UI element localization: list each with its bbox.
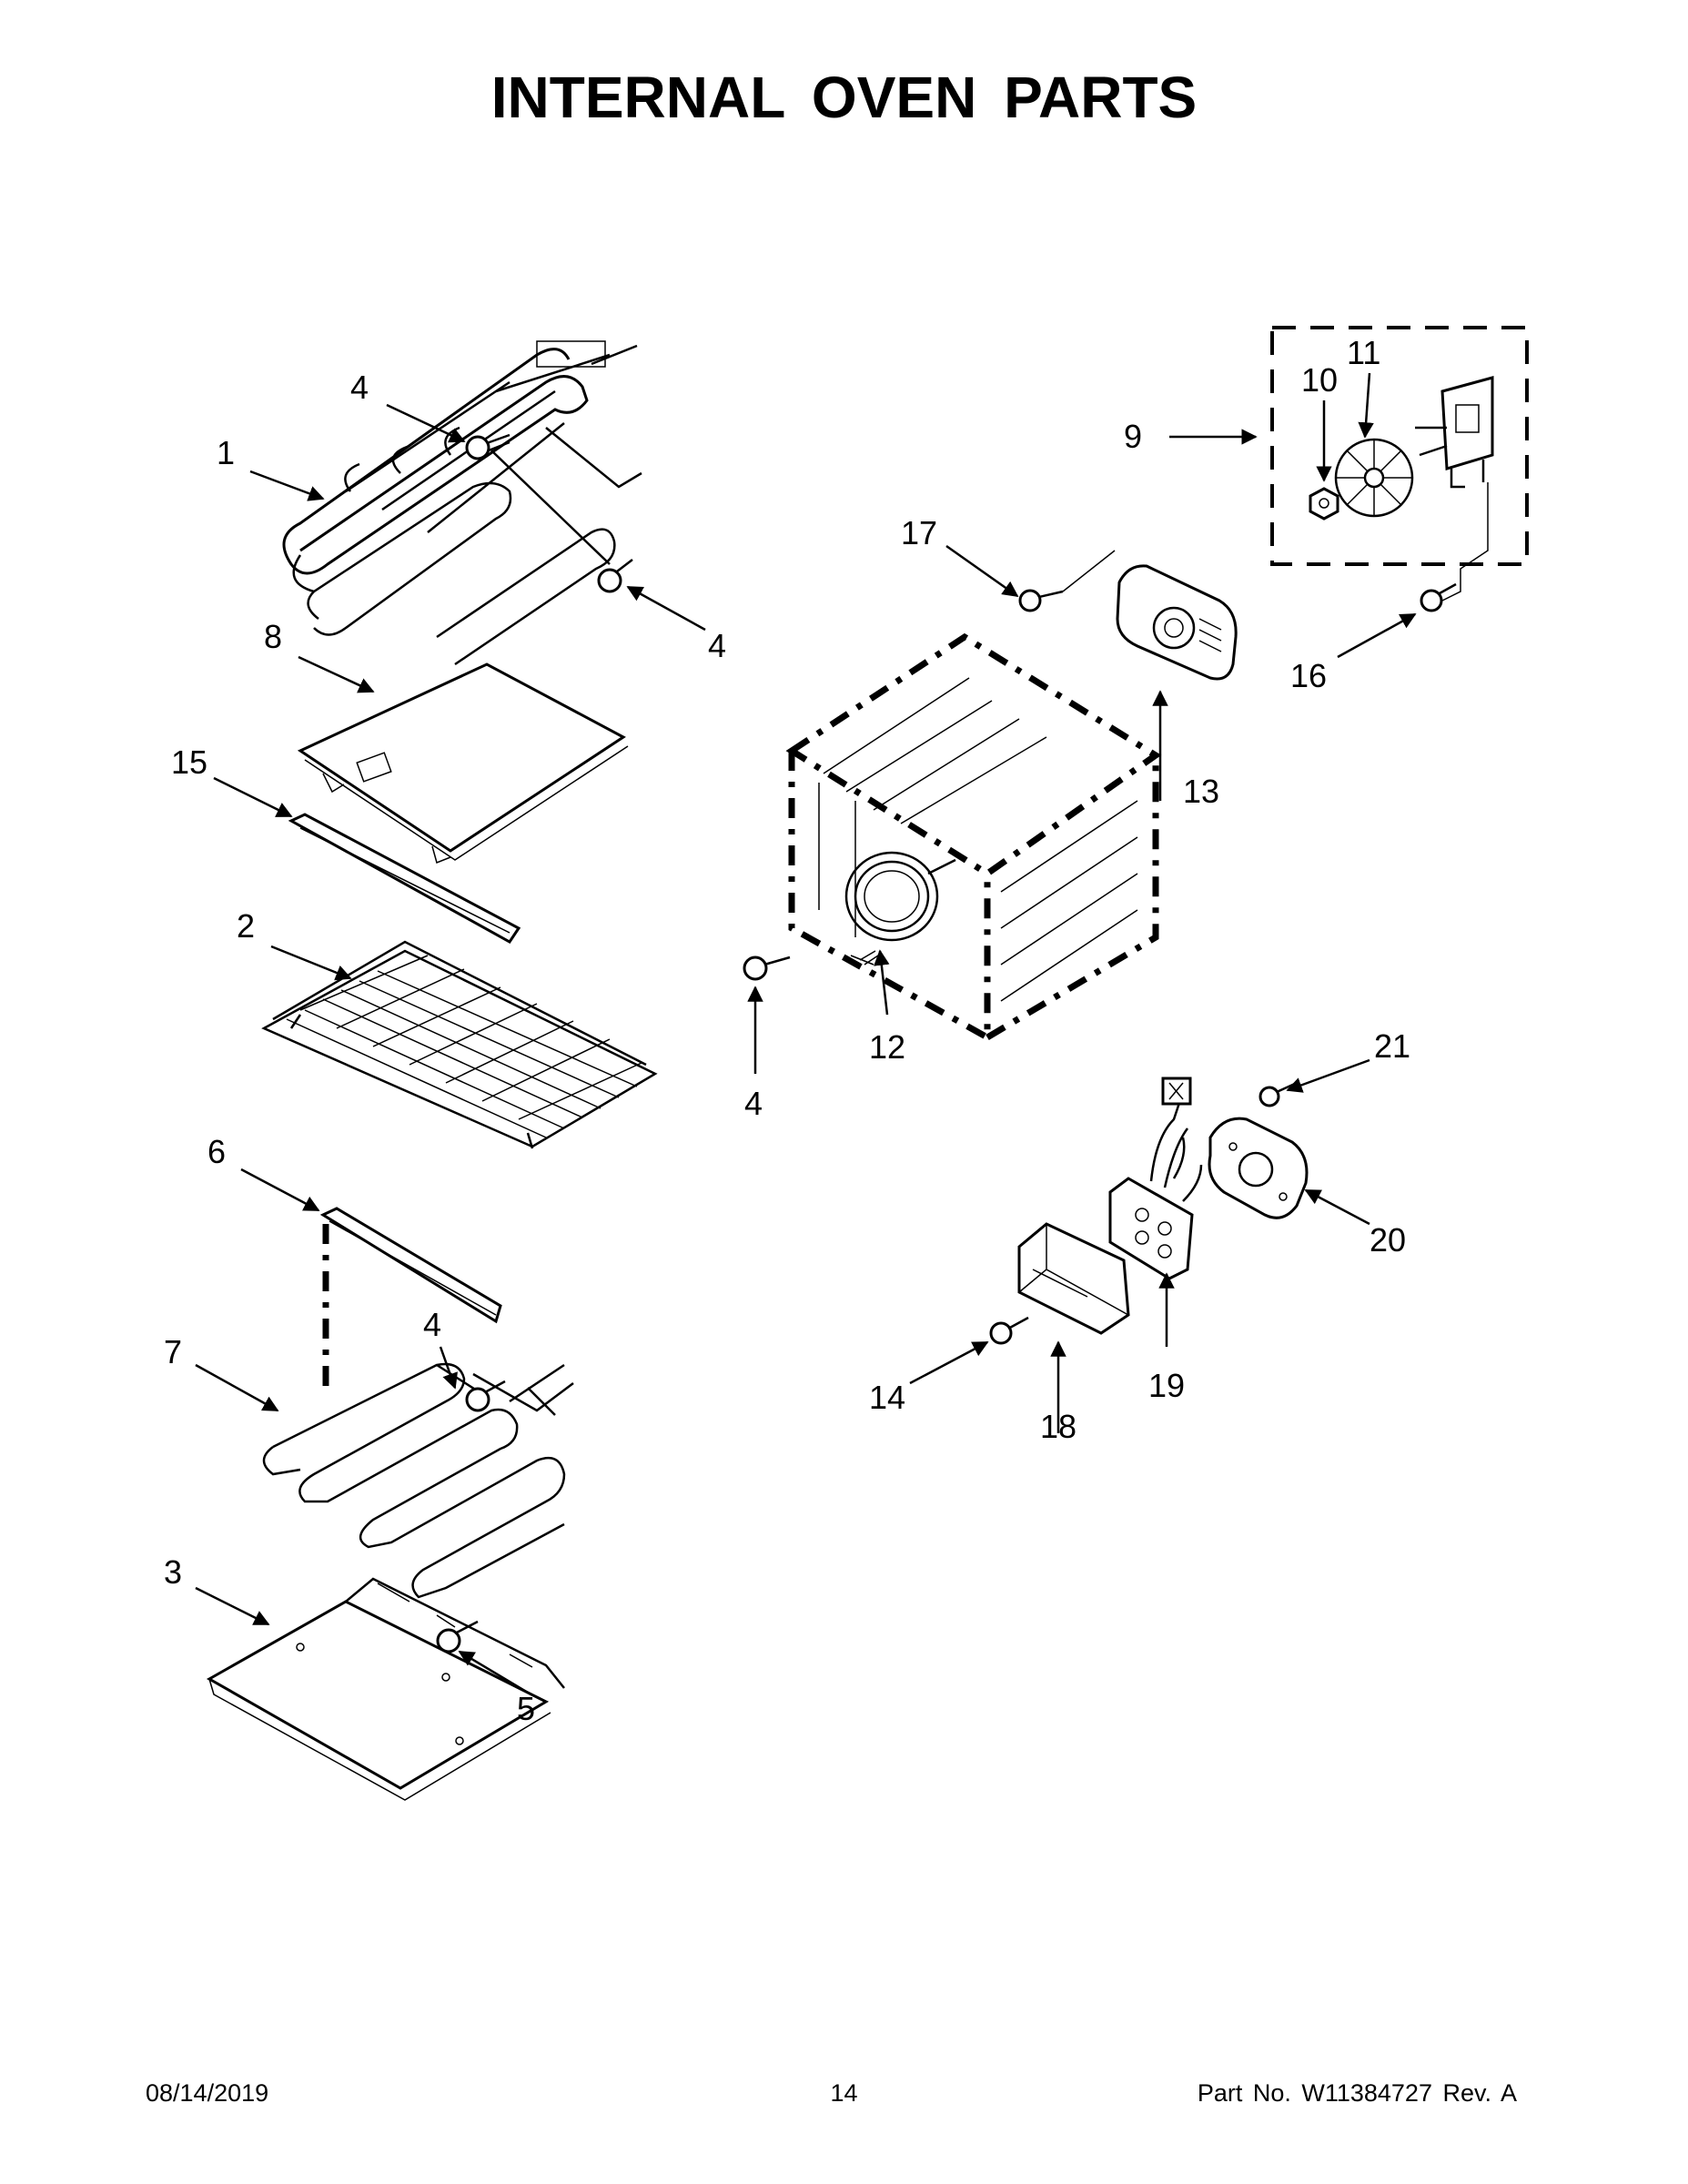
callout-16: 16 (1290, 657, 1327, 694)
callout-17: 17 (901, 514, 937, 551)
callout-4: 4 (708, 627, 726, 664)
oven-rack-part (261, 940, 658, 1149)
callout-10: 10 (1301, 361, 1338, 399)
screw-5 (436, 1620, 479, 1653)
callout-8: 8 (264, 618, 282, 655)
screw-4-right (597, 559, 633, 593)
callout-2: 2 (237, 907, 255, 945)
callout-4: 4 (350, 369, 369, 406)
screw-4-cavity (743, 956, 791, 981)
callout-4: 4 (423, 1306, 441, 1343)
fan-motor-leader (1441, 482, 1489, 602)
bottom-panel-part (206, 1577, 565, 1801)
callout-6: 6 (207, 1133, 226, 1170)
callout-19: 19 (1148, 1367, 1185, 1404)
screw-4-top (465, 433, 510, 460)
fan-motor-part (1415, 376, 1494, 489)
screw-21 (1258, 1081, 1298, 1107)
leader-arrows (195, 372, 1417, 1694)
callout-9: 9 (1124, 418, 1142, 455)
screw-17 (1018, 589, 1064, 612)
fan-blade-part (1334, 438, 1414, 518)
callout-5: 5 (517, 1690, 535, 1727)
gasket-part (1208, 1117, 1309, 1219)
callout-11: 11 (1347, 334, 1380, 371)
wiring-block-part (1108, 1077, 1203, 1280)
top-panel-part (297, 662, 629, 864)
rail-part (288, 813, 521, 944)
callout-4: 4 (744, 1085, 763, 1122)
callout-14: 14 (869, 1379, 905, 1416)
page-title: INTERNAL OVEN PARTS (490, 65, 1198, 130)
footer-page-number: 14 (830, 2079, 858, 2107)
nut-part (1309, 487, 1339, 521)
broil-element-part (282, 340, 642, 666)
convection-element-part (844, 851, 956, 966)
fan-motor-assembly-box (1270, 326, 1529, 566)
callout-13: 13 (1183, 773, 1219, 810)
fan-cover-part (1116, 564, 1238, 681)
screw-4-bake (465, 1380, 506, 1412)
callout-20: 20 (1370, 1221, 1406, 1259)
footer-date: 08/14/2019 (146, 2079, 269, 2107)
callout-7: 7 (164, 1333, 182, 1370)
callout-12: 12 (869, 1028, 905, 1066)
callout-3: 3 (164, 1553, 182, 1591)
callout-1: 1 (217, 434, 235, 471)
front-rail-part (319, 1207, 502, 1324)
controller-box-part (1017, 1222, 1130, 1335)
callout-15: 15 (171, 743, 207, 781)
bake-element-part (262, 1362, 574, 1599)
screw-14 (989, 1316, 1029, 1345)
oven-cavity-part (785, 632, 1162, 1043)
callout-21: 21 (1374, 1027, 1410, 1065)
callout-18: 18 (1040, 1408, 1076, 1445)
screw-16 (1420, 582, 1457, 612)
footer-part-number: Part No. W11384727 Rev. A (1197, 2079, 1517, 2107)
fan-cover-leader (1062, 550, 1116, 592)
